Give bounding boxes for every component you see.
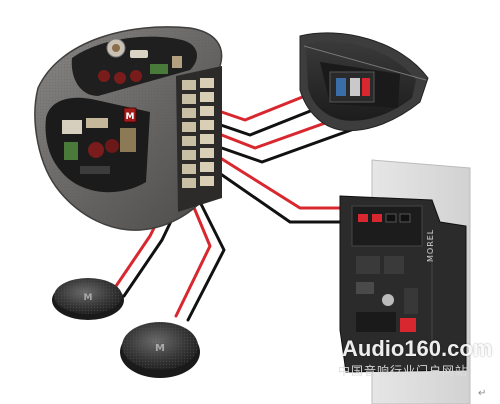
tweeter-1-logo: M bbox=[84, 293, 93, 303]
crossover: M bbox=[34, 26, 223, 231]
wire-tweeter2-red bbox=[174, 196, 212, 318]
wire-woofer-red-2 bbox=[212, 110, 358, 150]
watermark-tagline: 中国音响行业门户网站 bbox=[338, 364, 469, 378]
amplifier bbox=[339, 159, 471, 404]
return-arrow-icon: ↵ bbox=[478, 388, 487, 399]
crossover-logo-text: M bbox=[126, 112, 135, 122]
tweeter-2: M bbox=[120, 322, 200, 378]
amp-knob bbox=[382, 294, 394, 306]
tweeter-1: M bbox=[52, 278, 124, 320]
crossover-logo bbox=[123, 107, 137, 123]
woofer bbox=[299, 32, 429, 132]
watermark-site: Audio160.com bbox=[342, 336, 493, 361]
wire-amp-red bbox=[212, 152, 358, 210]
wire-tweeter2-black bbox=[186, 200, 226, 322]
wire-woofer-black-2 bbox=[214, 123, 367, 164]
amp-brand-label: MOREL bbox=[426, 228, 435, 262]
watermark-mark: Audio bbox=[270, 338, 317, 358]
tweeter-2-logo: M bbox=[155, 343, 165, 354]
resistor-icon bbox=[130, 50, 148, 58]
wire-amp-black bbox=[210, 166, 362, 224]
terminal-block bbox=[176, 66, 222, 212]
